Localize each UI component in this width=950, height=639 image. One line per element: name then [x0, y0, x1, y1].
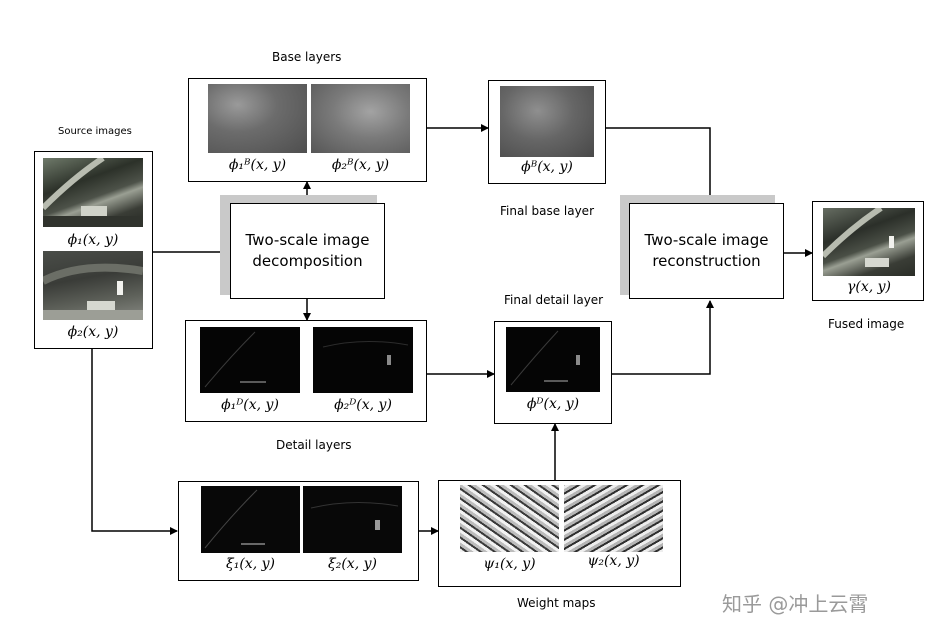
source-image-2	[43, 251, 143, 320]
phi2-base-label: ϕ₂ᴮ(x, y)	[331, 157, 390, 173]
arrow-source-to-saliency	[91, 349, 178, 535]
saliency-map-1-image	[201, 486, 300, 553]
saliency-map-2-image	[303, 486, 402, 553]
decomposition-line1: Two-scale image	[245, 231, 370, 249]
fused-image-box: γ(x, y)	[812, 201, 924, 301]
detail-layer-2-image	[313, 327, 413, 393]
final-base-layer-label: Final base layer	[500, 204, 594, 218]
detail-layer-1-image	[200, 327, 300, 393]
fused-image	[823, 208, 915, 276]
fused-image-label: Fused image	[828, 317, 905, 331]
saliency-map-2-edges	[310, 501, 399, 530]
weight-maps-box: ψ₁(x, y) ψ₂(x, y)	[438, 480, 681, 587]
xi1-label: ξ₁(x, y)	[226, 556, 275, 572]
weight-maps-label: Weight maps	[517, 596, 596, 610]
gamma-label: γ(x, y)	[847, 279, 891, 295]
saliency-map-1-edges	[204, 489, 265, 549]
xi2-label: ξ₂(x, y)	[328, 556, 377, 572]
phi2-label: ϕ₂(x, y)	[67, 324, 119, 340]
reconstruction-line2: reconstruction	[652, 252, 761, 270]
weight-map-1-image	[460, 485, 559, 552]
psi2-label: ψ₂(x, y)	[587, 553, 640, 569]
source-image-1-scene	[43, 158, 143, 227]
phi1-base-label: ϕ₁ᴮ(x, y)	[228, 157, 287, 173]
detail-layers-box: ϕ₁ᴰ(x, y) ϕ₂ᴰ(x, y)	[185, 320, 427, 422]
final-base-layer-box: ϕᴮ(x, y)	[488, 80, 606, 184]
watermark-text: 知乎 @冲上云霄	[722, 592, 869, 616]
phi2-detail-label: ϕ₂ᴰ(x, y)	[334, 397, 392, 413]
final-detail-layer-box: ϕᴰ(x, y)	[494, 321, 612, 424]
final-detail-layer-image	[506, 327, 600, 392]
detail-layers-label: Detail layers	[276, 438, 352, 452]
base-layers-label: Base layers	[272, 50, 342, 64]
decomposition-line2: decomposition	[252, 252, 363, 270]
phi-base-label: ϕᴮ(x, y)	[521, 159, 573, 175]
final-detail-layer-edges	[510, 330, 580, 386]
decomposition-box: Two-scale image decomposition	[230, 203, 385, 299]
detail-layer-2-edges	[322, 340, 409, 365]
reconstruction-box: Two-scale image reconstruction	[629, 203, 784, 299]
base-layer-1-image	[208, 84, 307, 153]
base-layer-2-image	[311, 84, 410, 153]
source-images-label: Source images	[58, 126, 132, 137]
phi-detail-label: ϕᴰ(x, y)	[526, 396, 580, 412]
psi1-label: ψ₁(x, y)	[483, 556, 536, 572]
fused-image-scene	[823, 208, 894, 267]
final-detail-layer-label: Final detail layer	[504, 293, 604, 307]
weight-map-2-image	[564, 485, 663, 552]
phi1-label: ϕ₁(x, y)	[67, 232, 119, 248]
source-image-1	[43, 158, 143, 227]
arrow-final-base-to-reconstruction	[606, 127, 714, 203]
phi1-detail-label: ϕ₁ᴰ(x, y)	[221, 397, 279, 413]
saliency-maps-box: ξ₁(x, y) ξ₂(x, y)	[178, 481, 419, 581]
base-layers-box: ϕ₁ᴮ(x, y) ϕ₂ᴮ(x, y)	[188, 78, 427, 182]
arrow-final-detail-to-reconstruction	[612, 300, 714, 375]
source-images-box: ϕ₁(x, y) ϕ₂(x, y)	[34, 151, 153, 349]
final-base-layer-image	[500, 86, 594, 157]
reconstruction-line1: Two-scale image	[644, 231, 769, 249]
detail-layer-1-edges	[204, 331, 266, 388]
source-image-2-scene	[43, 263, 143, 320]
